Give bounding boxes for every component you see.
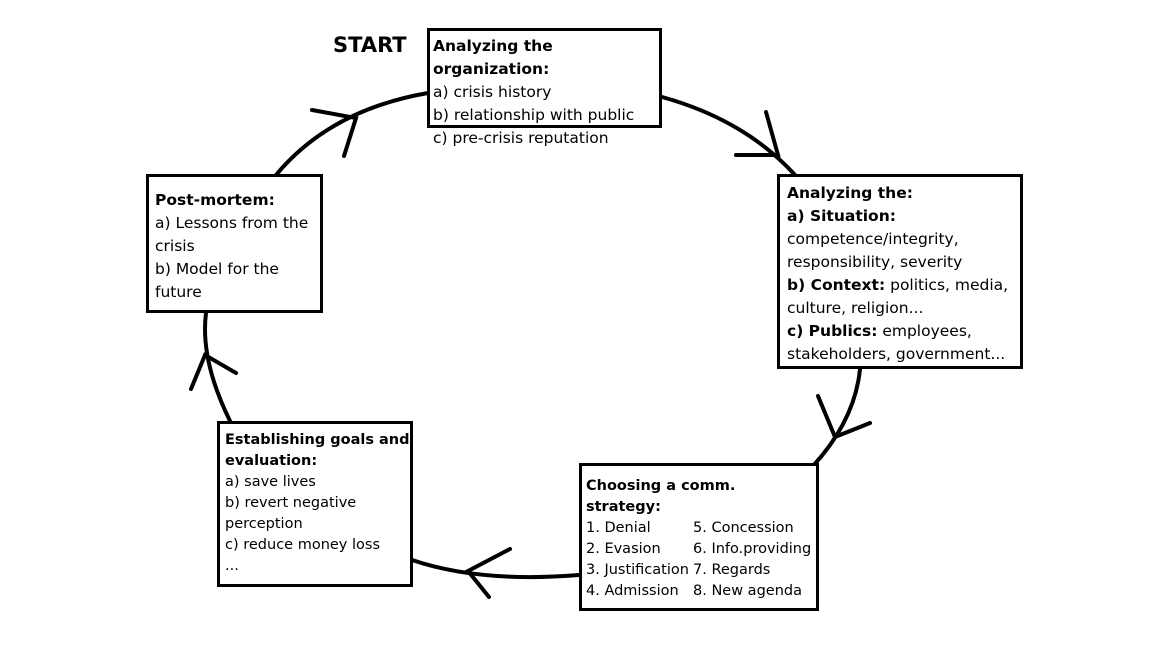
list-item: b) Model for the bbox=[155, 260, 279, 278]
strategy-item: 6. Info.providing bbox=[693, 541, 812, 557]
context-label: b) Context: bbox=[787, 276, 886, 294]
publics-text: employees, bbox=[877, 322, 972, 340]
strategy-item: 8. New agenda bbox=[693, 583, 802, 599]
arc-strategy-to-goals bbox=[410, 558, 581, 580]
publics-text: stakeholders, government... bbox=[787, 345, 1006, 363]
arrowhead-3 bbox=[816, 394, 872, 440]
strategy-item: 7. Regards bbox=[693, 562, 771, 578]
publics-label: c) Publics: bbox=[787, 322, 878, 340]
start-label: START bbox=[333, 33, 407, 57]
list-item: ... bbox=[225, 558, 239, 574]
list-item: perception bbox=[225, 516, 303, 532]
arrowhead-1 bbox=[310, 108, 359, 158]
strategy-item: 5. Concession bbox=[693, 520, 794, 536]
analyzing-the-box: Analyzing the: a) Situation: competence/… bbox=[777, 174, 1023, 369]
arrowhead-5 bbox=[189, 352, 238, 391]
list-item: b) relationship with public bbox=[433, 106, 635, 124]
strategy-item: 1. Denial bbox=[586, 520, 651, 536]
strategy-item: 3. Justification bbox=[586, 562, 689, 578]
box-title: Choosing a comm. strategy: bbox=[586, 478, 736, 515]
situation-text: responsibility, severity bbox=[787, 253, 963, 271]
analyzing-organization-box: Analyzing the organization: a) crisis hi… bbox=[427, 28, 662, 147]
box-title: Analyzing the: bbox=[787, 184, 913, 202]
box-title: evaluation: bbox=[225, 453, 318, 469]
arc-postmortem-to-org bbox=[274, 91, 430, 177]
context-text: politics, media, bbox=[885, 276, 1009, 294]
strategy-item: 2. Evasion bbox=[586, 541, 661, 557]
list-item: b) revert negative bbox=[225, 495, 357, 511]
post-mortem-box: Post-mortem: a) Lessons from the crisis … bbox=[146, 174, 323, 313]
list-item: future bbox=[155, 283, 202, 301]
arrowhead-2 bbox=[734, 110, 781, 157]
list-item: crisis bbox=[155, 237, 195, 255]
box-title: Analyzing the organization: bbox=[433, 37, 553, 78]
strategy-item: 4. Admission bbox=[586, 583, 679, 599]
list-item: a) Lessons from the bbox=[155, 214, 309, 232]
arc-org-to-analyzing bbox=[660, 95, 797, 177]
comm-strategy-box: Choosing a comm. strategy: 1. Denial 5. … bbox=[579, 463, 819, 611]
situation-text: competence/integrity, bbox=[787, 230, 959, 248]
list-item: c) reduce money loss bbox=[225, 537, 381, 553]
arc-goals-to-postmortem bbox=[203, 311, 232, 423]
arrowhead-4 bbox=[464, 547, 512, 599]
list-item: a) save lives bbox=[225, 474, 316, 490]
box-title: Establishing goals and bbox=[225, 432, 410, 448]
list-item: a) crisis history bbox=[433, 83, 552, 101]
arc-analyzing-to-strategy bbox=[811, 367, 862, 468]
list-item: c) pre-crisis reputation bbox=[433, 129, 609, 147]
situation-label: a) Situation: bbox=[787, 207, 896, 225]
context-text: culture, religion... bbox=[787, 299, 924, 317]
box-title: Post-mortem: bbox=[155, 191, 275, 209]
goals-box: Establishing goals and evaluation: a) sa… bbox=[217, 421, 413, 587]
